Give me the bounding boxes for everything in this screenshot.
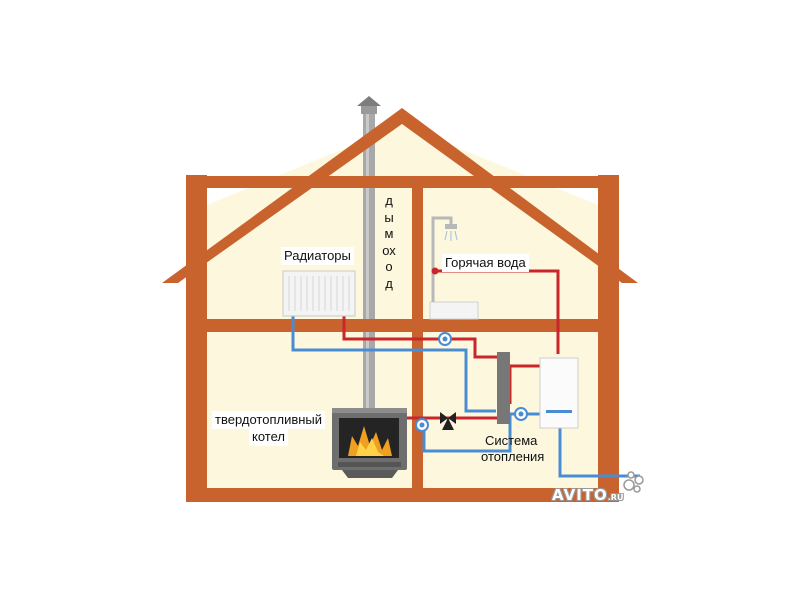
watermark: AVITO.RU	[552, 486, 623, 504]
shower-icon	[429, 216, 479, 320]
label-chimney: дымоход	[382, 193, 396, 291]
pump-icon	[438, 332, 452, 346]
label-heating-line1: Система	[485, 433, 538, 448]
pump-icon	[415, 418, 429, 432]
watermark-main: AVITO	[552, 486, 608, 504]
label-boiler-line2: котел	[249, 428, 288, 446]
pump-icon	[514, 407, 528, 421]
heat-exchanger-icon	[497, 352, 510, 424]
radiator-icon	[282, 270, 356, 317]
watermark-suffix: .RU	[607, 493, 624, 502]
three-way-valve-icon	[440, 412, 456, 430]
label-heating-line2: отопления	[481, 449, 545, 464]
watermark-logo-icon	[623, 471, 644, 493]
label-hot-water: Горячая вода	[442, 254, 529, 272]
label-boiler-line1: твердотопливный	[212, 411, 326, 429]
gas-boiler-icon	[539, 357, 579, 429]
solid-fuel-stove-icon	[332, 408, 407, 478]
label-radiators: Радиаторы	[281, 247, 354, 265]
